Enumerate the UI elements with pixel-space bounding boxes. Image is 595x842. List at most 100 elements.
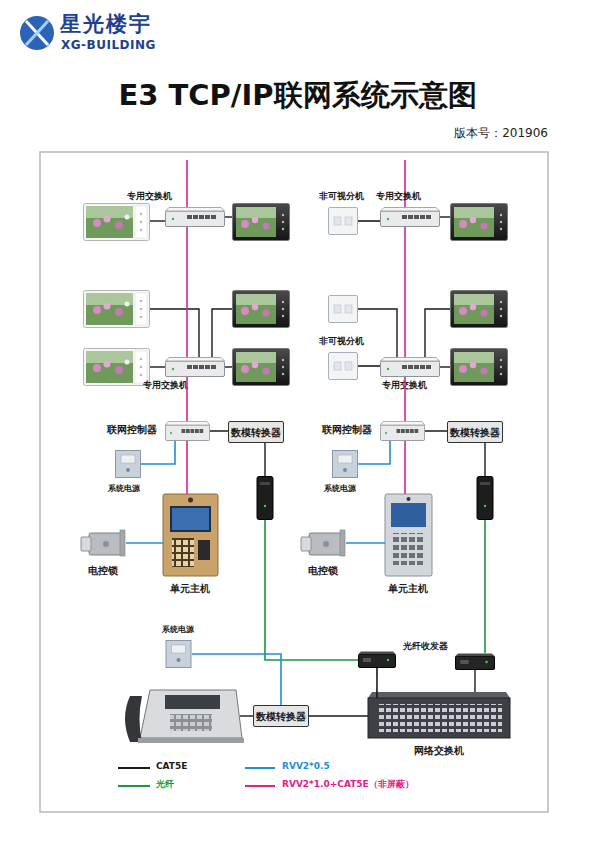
fiber-wire [265,520,358,660]
cat5e-wire [212,309,232,357]
cat5e-wire [440,216,450,217]
station-camera [188,498,193,503]
color-monitor [233,349,290,386]
card-reader [198,540,210,560]
device-label: 专用交换机 [143,381,188,391]
audio-handset: 非可视分机 [328,207,358,235]
cat5e-wire [225,216,232,217]
cable-connector [126,542,163,544]
station-screen [391,503,426,527]
fiber-transceiver [257,477,273,520]
console-handset [125,696,142,742]
diagram-frame [40,152,548,812]
color-monitor [451,204,508,241]
legend-item: RVV2*1.0+CAT5E（非屏蔽） [282,780,414,790]
cable-connector [425,430,447,432]
fiber-transceiver [456,654,495,670]
power-supply [166,641,191,668]
cable-connector [404,377,406,421]
cat5e-wire [425,309,450,357]
color-monitor [451,349,508,386]
door-station: 单元主机 [385,494,432,576]
power-supply: 系统电源 [165,640,192,668]
device-label: 单元主机 [388,583,428,594]
floor-switch [381,358,440,377]
legend-item: CAT5E [156,762,187,772]
cable-connector [346,542,385,544]
audio-handset [329,353,358,380]
logo-stroke [26,21,48,45]
fiber-transceiver [359,652,396,668]
station-keypad [392,533,425,565]
power-supply [116,451,141,478]
door-station: 单元主机 [163,494,218,576]
legend-text: RVV2*0.5 [282,762,330,772]
network-controller [380,422,424,441]
device-label: 非可视分机 [319,337,364,347]
audio-handset [329,296,358,323]
version-note: 版本号：201906 [408,127,548,140]
color-monitor [84,349,150,386]
device-label: 单元主机 [170,583,210,594]
door-station [163,494,218,576]
cat5e-wire [150,220,165,221]
network-controller: 联网控制器 [165,421,210,441]
floor-switch: 专用交换机 [165,207,225,227]
console-keypad [170,714,212,731]
cable-connector [186,377,188,421]
device-label: 光纤收发器 [403,642,448,652]
cat5e-wire [484,443,485,476]
device-label: 系统电源 [108,485,140,494]
logo-subtitle: XG-BUILDING [61,39,156,52]
electric-lock: 电控锁 [80,528,126,558]
console-display [165,695,220,709]
cat5e-wire [225,366,232,367]
station-keypad [172,538,194,567]
device-label: 系统电源 [324,485,356,494]
color-monitor [233,291,290,328]
legend-text: 光纤 [156,780,174,790]
cat5e-wire [440,366,450,367]
legend-text: CAT5E [156,762,187,772]
legend-line [118,785,150,787]
network-switch-body [368,698,510,738]
floor-switch: 专用交换机 [380,357,440,377]
box-label: 数模转换器 [231,427,281,438]
door-station [385,494,432,576]
legend-item: RVV2*0.5 [282,762,330,772]
electric-lock: 电控锁 [300,528,346,558]
legend-item: 光纤 [156,780,174,790]
power-supply: 系统电源 [115,450,141,478]
converter-box: 数模转换器 [228,421,284,443]
cable-connector [192,654,281,705]
device-label: 专用交换机 [376,192,421,202]
station-camera [407,497,411,501]
network-switch: 网络交换机 [368,698,510,738]
cat5e-wire [150,309,199,357]
cable-connector [186,227,188,357]
floor-switch: 专用交换机 [380,207,440,227]
network-controller [165,422,209,441]
cat5e-wire [240,715,253,716]
power-supply: 系统电源 [332,450,358,478]
cable-connector [210,430,228,432]
station-screen [172,508,209,530]
fiber-transceiver [477,477,493,520]
color-monitor [84,291,150,328]
audio-handset [329,208,358,235]
cable-connector [358,365,380,367]
device-label: 专用交换机 [382,381,427,391]
network-switch-ports [378,704,502,732]
color-monitor [451,291,508,328]
trunk-cable [186,160,188,207]
legend-line [245,767,275,769]
legend-text: RVV2*1.0+CAT5E（非屏蔽） [282,780,414,790]
station-keypad [172,538,194,567]
logo-stroke [26,21,48,45]
cable-connector [404,441,406,494]
cable-connector [141,441,175,464]
floor-switch: 专用交换机 [165,357,225,377]
cable-connector [404,227,406,357]
cat5e-wire [358,309,397,357]
power-supply [333,451,358,478]
